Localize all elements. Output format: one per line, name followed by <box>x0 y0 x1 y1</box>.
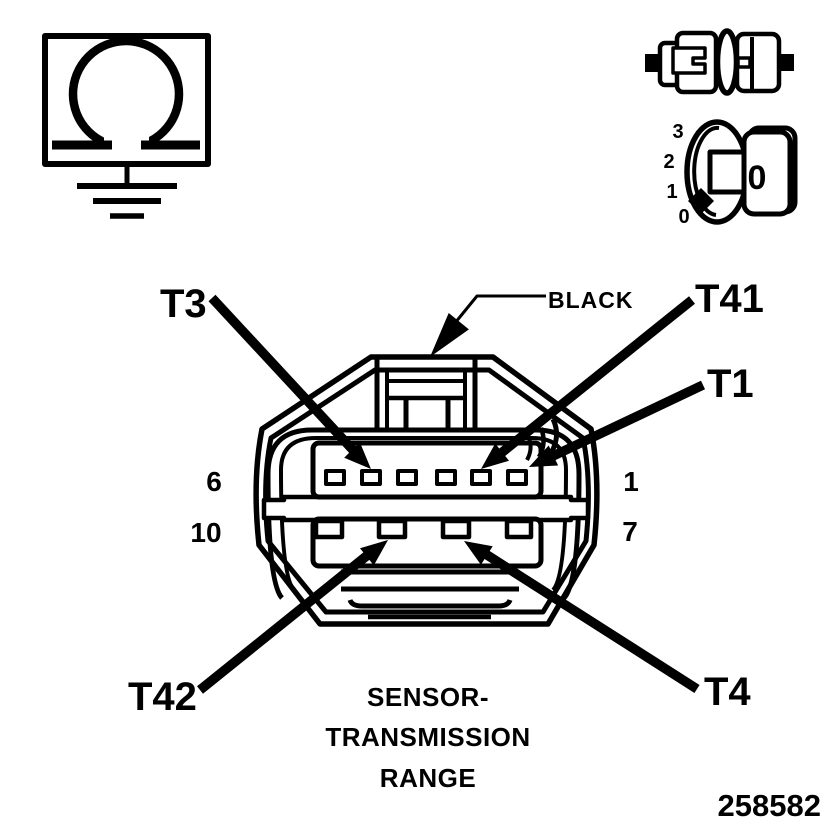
terminal-label-t3: T3 <box>160 282 207 326</box>
pin-number-10: 10 <box>190 517 221 548</box>
pin-5 <box>360 469 382 486</box>
pin-number-6: 6 <box>206 466 222 497</box>
caption: SENSOR- TRANSMISSION RANGE <box>325 682 530 793</box>
meter-box <box>42 33 211 167</box>
dial-pos-2: 2 <box>663 151 674 173</box>
omega-gap-mask <box>104 136 149 156</box>
omega-circle <box>68 36 184 152</box>
t41-arrow <box>497 296 695 458</box>
t4-arrow <box>481 548 700 694</box>
t3-arrow <box>208 294 357 454</box>
ground-icon <box>77 167 177 219</box>
caption-line-2: TRANSMISSION <box>325 722 530 752</box>
shell-outer <box>253 354 600 627</box>
knob-face <box>741 129 793 217</box>
pin-7 <box>504 518 534 540</box>
dial-pos-3: 3 <box>672 121 683 143</box>
latch <box>374 359 478 431</box>
t3-arrowhead <box>344 442 371 469</box>
t41-arrowhead <box>481 443 509 469</box>
pin-4 <box>396 469 418 486</box>
bottom-pin-row <box>313 518 534 540</box>
t42-arrowhead <box>360 540 388 566</box>
pin-9 <box>376 518 408 540</box>
pin-3 <box>435 469 457 486</box>
pin-10 <box>313 518 345 540</box>
echo-arcs <box>525 417 559 461</box>
dial-pos-0: 0 <box>678 206 689 228</box>
key-slot <box>671 46 707 75</box>
pin-number-1: 1 <box>623 466 639 497</box>
pin-2 <box>470 469 492 486</box>
top-pin-row <box>324 469 528 486</box>
center-band <box>261 494 591 523</box>
wire-color-label: BLACK <box>548 287 634 313</box>
dial-pos-1: 1 <box>666 181 677 203</box>
seal-lines <box>341 569 519 620</box>
pin-1 <box>506 469 528 486</box>
dial-rim <box>692 125 720 217</box>
t1-arrowhead <box>529 445 559 467</box>
figure-number: 258582 <box>718 788 821 823</box>
terminal-arrows <box>197 294 706 694</box>
pin-number-7: 7 <box>622 516 638 547</box>
pin-8 <box>440 518 472 540</box>
terminal-label-t1: T1 <box>707 362 754 406</box>
shroud-inner <box>279 436 568 592</box>
terminal-label-t41: T41 <box>695 277 764 321</box>
caption-line-1: SENSOR- <box>367 682 489 712</box>
black-leader-line <box>453 294 546 324</box>
seal-ring <box>714 28 740 96</box>
terminal-label-t4: T4 <box>704 670 751 714</box>
caption-line-3: RANGE <box>380 763 476 793</box>
pin-6 <box>324 469 346 486</box>
ohmmeter-omega-icon <box>42 33 211 167</box>
t1-arrow <box>548 380 706 462</box>
t42-arrow <box>197 550 372 694</box>
black-leader-arrowhead <box>430 313 469 357</box>
connector-pair-icon <box>645 28 794 96</box>
dial-marker <box>688 188 714 214</box>
dial-selected-value: 0 <box>748 159 767 197</box>
shroud-outer <box>265 427 582 600</box>
t4-arrowhead <box>464 541 493 565</box>
connector-face <box>253 354 600 627</box>
rotary-dial-icon: 3 2 1 0 0 <box>663 119 798 228</box>
terminal-label-t42: T42 <box>128 675 197 719</box>
